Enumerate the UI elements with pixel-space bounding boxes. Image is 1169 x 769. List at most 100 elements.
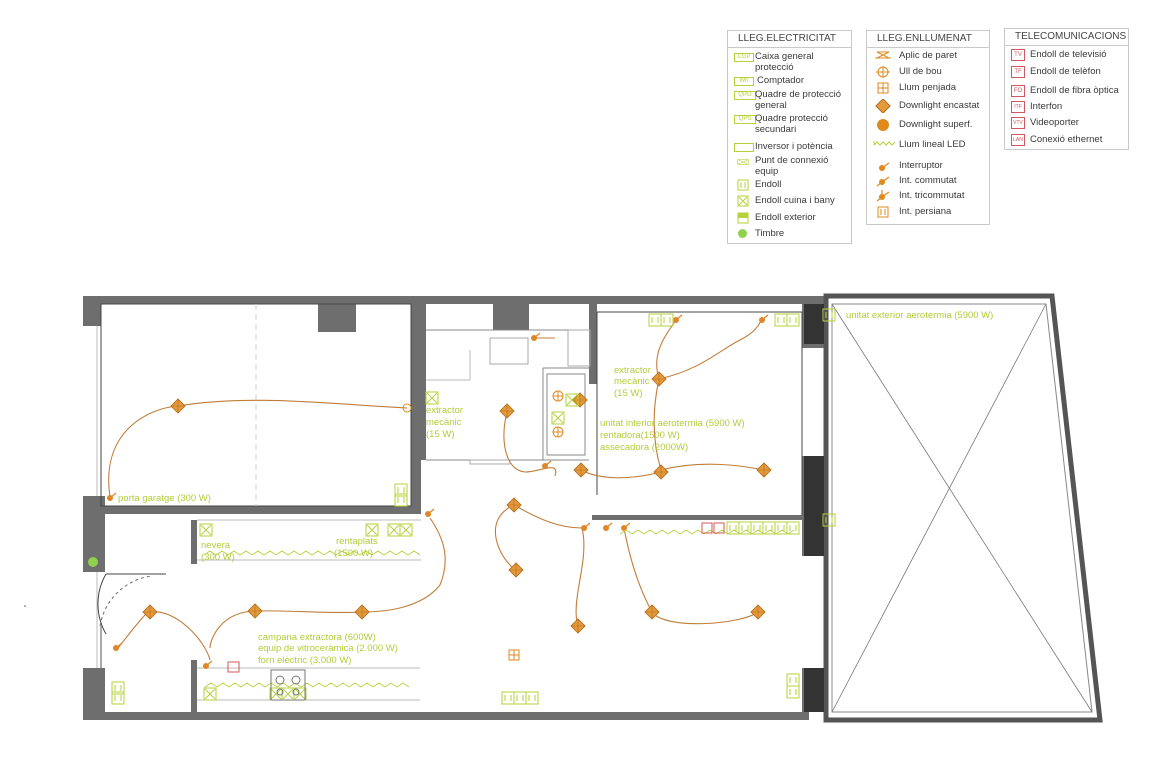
- legend-item-label: Downlight superf.: [899, 119, 973, 130]
- dryer-label: assecadora (2000W): [600, 442, 688, 453]
- dishwasher-label-line1: rentaplats: [336, 536, 378, 547]
- legend-item-label: Timbre: [755, 228, 785, 239]
- legend-item-label: Int. commutat: [899, 175, 957, 186]
- legend-item-label: Interfon: [1030, 101, 1063, 112]
- legend-item: Punt de connexió equip: [728, 155, 851, 177]
- timbre-icon: [738, 229, 747, 238]
- legend-item: Endoll cuina i bany: [728, 195, 851, 207]
- aplic-paret-icon: [875, 51, 891, 59]
- legend-item: Aplic de paret: [867, 50, 989, 62]
- interruptor-commutat-icon: [876, 176, 890, 187]
- legend-item-label: Int. tricommutat: [899, 190, 965, 201]
- fridge-label-line1: nevera: [201, 540, 231, 551]
- led-strips: [203, 529, 795, 688]
- legend-item-label: Endoll exterior: [755, 212, 816, 223]
- garage-door-label: porta garatge (300 W): [118, 493, 211, 504]
- legend-item-label: Endoll cuina i bany: [755, 195, 835, 206]
- legend-item-label: Caixa general protecció: [755, 51, 814, 73]
- washer-label: rentadora(1500 W): [600, 430, 680, 441]
- legend-electricitat: LLEG.ELECTRICITAT CGP Caixa general prot…: [727, 30, 852, 244]
- ull-de-bou-icon: [876, 66, 890, 78]
- endoll-exterior-icon: [737, 212, 749, 224]
- legend-item: Timbre: [728, 228, 851, 240]
- legend-electricitat-title: LLEG.ELECTRICITAT: [728, 31, 851, 48]
- telecom-outlets: [227, 522, 725, 673]
- legend-item: LAN Conexió ethernet: [1005, 134, 1128, 146]
- legend-item-label: Endoll de fibra òptica: [1030, 85, 1119, 96]
- legend-item-label: Aplic de paret: [899, 50, 958, 61]
- legend-item-label: Quadre de protecció general: [755, 89, 842, 111]
- legend-item-label: Conexió ethernet: [1030, 134, 1103, 145]
- plan-labels: unitat exterior aerotermia (5900 W) extr…: [118, 310, 993, 666]
- extractor-label-line3: (15 W): [614, 388, 643, 399]
- downlight-encastat-icon: [875, 99, 891, 113]
- terrace: [823, 293, 1103, 723]
- interior-unit-label: unitat interior aerotermia (5900 W): [600, 418, 745, 429]
- legend-item: Endoll: [728, 179, 851, 191]
- legend-item: Llum lineal LED: [867, 139, 989, 151]
- legend-item: QPS Quadre protecció secundari: [728, 113, 851, 135]
- hob-label: equip de vitroceràmica (2.000 W): [258, 643, 398, 654]
- legend-item-label: Ull de bou: [899, 66, 942, 77]
- oven-label: forn elèctric (3.000 W): [258, 655, 351, 666]
- extractor-label-line1: extractor: [614, 365, 651, 376]
- endoll-telefon-icon: TF: [1011, 66, 1025, 78]
- interruptor-tricommutat-icon: [876, 190, 890, 202]
- switches: [106, 314, 769, 670]
- legend-item: TV Endoll de televisió: [1005, 49, 1128, 61]
- quadre-proteccio-secundari-icon: QPS: [734, 115, 756, 124]
- legend-item: Int. tricommutat: [867, 190, 989, 202]
- legend-item: ITF Interfon: [1005, 101, 1128, 113]
- inversor-icon: [734, 143, 754, 152]
- extractor2-label-line3: (15 W): [426, 429, 455, 440]
- legend-telecomunicacions: TELECOMUNICACIONS TV Endoll de televisió…: [1004, 28, 1129, 150]
- legend-item-label: Interruptor: [899, 160, 943, 171]
- legend-item-label: Downlight encastat: [899, 100, 980, 111]
- legend-item-label: Int. persiana: [899, 206, 952, 217]
- legend-item: FO Endoll de fibra òptica: [1005, 85, 1128, 97]
- hood-label: campana extractora (600W): [258, 632, 376, 643]
- endoll-cuina-bany-icon: [737, 195, 749, 207]
- legend-item: Int. commutat: [867, 175, 989, 187]
- comptador-icon: Wh: [734, 77, 754, 86]
- legend-item: Ull de bou: [867, 66, 989, 78]
- interruptor-icon: [879, 162, 890, 171]
- punt-connexio-equip-icon: [737, 159, 749, 165]
- legend-enllumenat: LLEG.ENLLUMENAT Aplic de paret Ull de bo…: [866, 30, 990, 225]
- legend-item: Llum penjada: [867, 82, 989, 94]
- legend-item: CGP Caixa general protecció: [728, 51, 851, 73]
- exterior-unit-label: unitat exterior aerotermia (5900 W): [846, 310, 993, 321]
- interruptor-persiana-icon: [877, 206, 889, 218]
- downlight-superficie-icon: [877, 119, 889, 131]
- legend-item: Endoll exterior: [728, 212, 851, 224]
- wiring: [108, 319, 765, 661]
- legend-item-label: Llum lineal LED: [899, 139, 966, 150]
- quadre-proteccio-general-icon: QPG: [734, 91, 756, 100]
- interfon-icon: ITF: [1011, 101, 1025, 113]
- legend-telecomunicacions-title: TELECOMUNICACIONS: [1005, 29, 1128, 46]
- conexio-ethernet-icon: LAN: [1011, 134, 1025, 146]
- extractor2-label-line1: extractor: [426, 405, 463, 416]
- extractor-label-line2: mecànic: [614, 376, 650, 387]
- legend-item: Downlight encastat: [867, 99, 989, 113]
- hob: [270, 669, 306, 701]
- legend-item-label: Inversor i potència: [755, 141, 833, 152]
- legend-item: Downlight superf.: [867, 119, 989, 131]
- legend-item: Int. persiana: [867, 206, 989, 218]
- endoll-icon: [737, 179, 749, 191]
- legend-item-label: Videoporter: [1030, 117, 1079, 128]
- legend-item-label: Punt de connexió equip: [755, 155, 829, 177]
- legend-item-label: Endoll de televisió: [1030, 49, 1107, 60]
- caixa-general-proteccio-icon: CGP: [734, 53, 754, 62]
- llum-lineal-led-icon: [873, 141, 895, 146]
- legend-item: Interruptor: [867, 160, 989, 172]
- legend-item: TF Endoll de telèfon: [1005, 66, 1128, 78]
- legend-item-label: Endoll: [755, 179, 782, 190]
- legend-item-label: Llum penjada: [899, 82, 957, 93]
- legend-item-label: Comptador: [757, 75, 804, 86]
- legend-item-label: Endoll de telèfon: [1030, 66, 1101, 77]
- dishwasher-label-line2: (1500 W): [334, 548, 373, 559]
- legend-item-label: Quadre protecció secundari: [755, 113, 828, 135]
- endoll-fibra-optica-icon: FO: [1011, 85, 1025, 97]
